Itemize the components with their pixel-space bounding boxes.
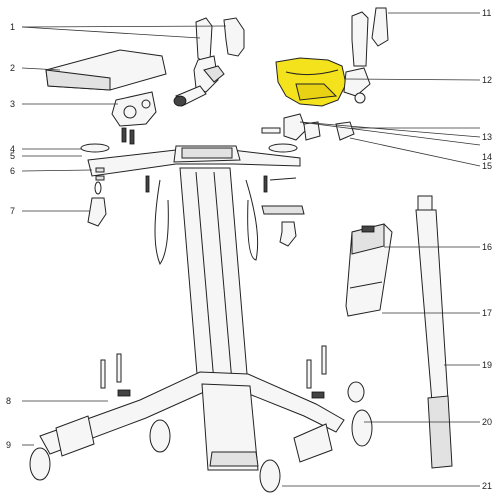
callout-2: 2 (10, 63, 15, 73)
grip-handle-right-part (261, 205, 305, 247)
callout-12: 12 (482, 75, 492, 85)
callout-9: 9 (6, 440, 11, 450)
callout-15: 15 (482, 161, 492, 171)
callout-1: 1 (10, 22, 15, 32)
cross-bar-part (87, 145, 301, 177)
armrest-pad-part (45, 49, 167, 91)
washer-right-part (268, 143, 298, 153)
actuator-part (415, 195, 453, 469)
callout-13: 13 (482, 132, 492, 142)
grip-handle-part (87, 181, 107, 227)
callout-17: 17 (482, 308, 492, 318)
callout-7: 7 (10, 206, 15, 216)
base-legs-part (39, 371, 345, 471)
callout-11: 11 (482, 8, 491, 18)
callout-14: 14 (482, 152, 492, 162)
seat-pad-part-highlighted (275, 57, 347, 107)
central-mast (154, 167, 259, 387)
right-handle-arm-part (343, 7, 389, 104)
callout-19: 19 (482, 360, 492, 370)
clamp-assembly-part (261, 113, 355, 141)
fasteners (95, 167, 297, 193)
callout-16: 16 (482, 242, 492, 252)
leader-lines (21, 12, 481, 487)
callout-21: 21 (482, 481, 492, 491)
callout-20: 20 (482, 417, 492, 427)
callout-6: 6 (10, 166, 15, 176)
callout-8: 8 (6, 396, 11, 406)
base-bolts (100, 345, 327, 389)
handle-arm-part (173, 17, 245, 107)
callout-4: 4 (10, 144, 15, 154)
callout-3: 3 (10, 99, 15, 109)
callout-5: 5 (10, 151, 15, 161)
caster-wheels-part (29, 381, 373, 493)
washer-part (80, 143, 110, 153)
mounting-bracket-part (111, 91, 157, 145)
battery-part (345, 223, 393, 317)
